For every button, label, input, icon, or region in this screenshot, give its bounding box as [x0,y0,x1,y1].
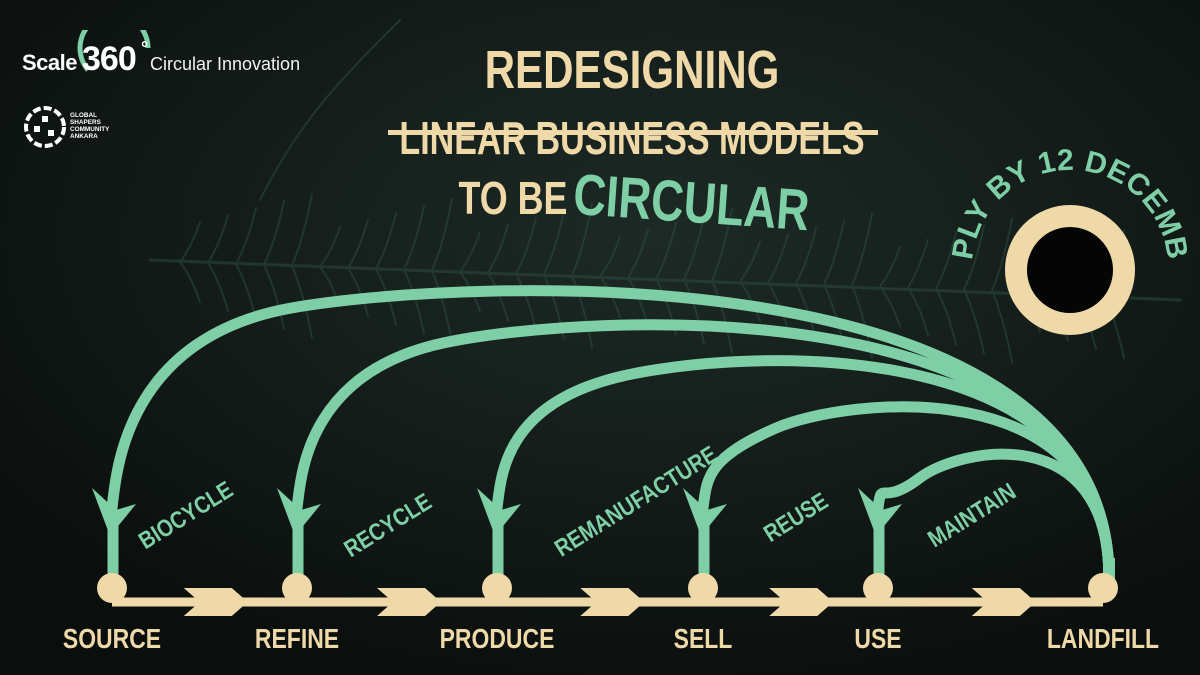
gs-line: GLOBAL [70,112,97,119]
stage-node-refine [282,573,312,603]
stage-label-sell: SELL [674,624,733,655]
stage-node-landfill [1088,573,1118,603]
stage-node-sell [688,573,718,603]
flow-chevron-arrow [971,588,1036,616]
stage-label-refine: REFINE [255,624,339,655]
headline-line2-struck: LINEAR BUSINESS MODELS [399,112,864,164]
strikethrough-line [388,130,878,135]
stage-label-source: SOURCE [63,624,161,655]
stage-node-produce [482,573,512,603]
loop-arrowhead [477,488,521,536]
stage-label-landfill: LANDFILL [1047,624,1159,655]
flow-chevron-arrow [183,588,248,616]
loop-arc-maintain [872,448,1115,584]
stage-node-use [863,573,893,603]
flow-chevron-arrow [377,588,441,616]
gs-line: ANKARA [70,133,98,140]
logo-block: Scale 360 ° Circular Innovation GLOBAL S… [18,30,318,180]
global-shapers-wordmark: GLOBAL SHAPERS COMMUNITY ANKARA [70,112,130,140]
stage-node-source [97,573,127,603]
loop-arc-biocycle [106,285,1115,584]
badge-ring [1005,205,1135,335]
gs-line: SHAPERS [70,119,101,126]
loop-arc-remanufacture [491,355,1115,584]
global-shapers-logo-icon [24,106,66,148]
brand-tagline: Circular Innovation [150,54,301,74]
brand-degree-symbol: ° [141,38,149,58]
loop-arrowhead [277,488,321,536]
headline-line1: REDESIGNING [485,40,780,100]
brand-name-scale: Scale [22,50,78,75]
loop-arrowhead [92,488,136,536]
brand-name-360: 360 [82,40,137,78]
gs-line: COMMUNITY [70,126,110,133]
loop-arc-reuse [697,401,1115,584]
flow-chevron-arrow [769,588,834,616]
stage-label-produce: PRODUCE [440,624,555,655]
scale360-ring-icon [77,30,151,72]
flow-chevron-arrow [580,588,645,616]
stage-label-use: USE [854,624,901,655]
loop-arrowhead [683,488,727,536]
loop-arrowhead [858,488,902,536]
headline-line3-prefix: TO BE [459,173,568,224]
